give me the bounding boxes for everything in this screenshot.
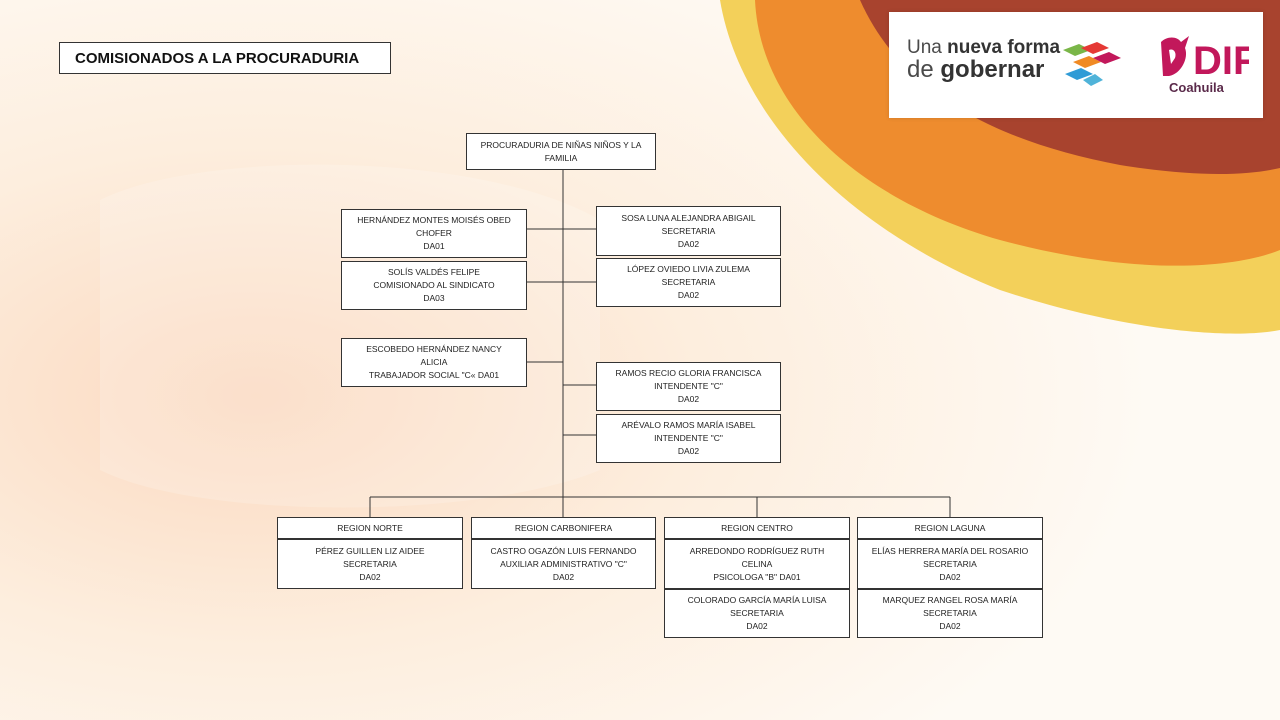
staff-node-right: SOSA LUNA ALEJANDRA ABIGAIL SECRETARIA D… <box>596 206 781 256</box>
region-staff-node: ARREDONDO RODRÍGUEZ RUTH CELINA PSICOLOG… <box>664 539 850 589</box>
node-line: ELÍAS HERRERA MARÍA DEL ROSARIO <box>871 545 1029 556</box>
dif-logo-icon: DIF <box>1161 36 1249 78</box>
government-slogan: Una nueva forma de gobernar <box>907 38 1060 82</box>
region-header-carbonifera: REGION CARBONIFERA <box>471 517 656 539</box>
staff-node-right: RAMOS RECIO GLORIA FRANCISCA INTENDENTE … <box>596 362 781 411</box>
node-line: TRABAJADOR SOCIAL "C« DA01 <box>368 370 500 380</box>
staff-node-right: ARÉVALO RAMOS MARÍA ISABEL INTENDENTE "C… <box>596 414 781 463</box>
slogan-part: nueva forma <box>947 37 1061 58</box>
slogan-part: de <box>907 56 941 83</box>
node-line: ARREDONDO RODRÍGUEZ RUTH <box>689 545 825 556</box>
node-line: DA02 <box>359 571 381 582</box>
node-line: DA03 <box>423 293 445 303</box>
node-line: DA02 <box>677 238 700 249</box>
node-line: PÉREZ GUILLEN LIZ AIDEE <box>315 545 425 556</box>
node-line: DA02 <box>677 394 700 404</box>
node-line: CASTRO OGAZÓN LUIS FERNANDO <box>490 545 637 556</box>
node-line: DA02 <box>746 621 768 631</box>
dif-state-label: Coahuila <box>1169 80 1224 95</box>
node-line: PSICOLOGA "B" DA01 <box>713 571 801 582</box>
region-staff-node: PÉREZ GUILLEN LIZ AIDEE SECRETARIA DA02 <box>277 539 463 589</box>
region-header-norte: REGION NORTE <box>277 517 463 539</box>
slide-title: COMISIONADOS A LA PROCURADURIA <box>59 42 391 74</box>
slogan-part: Una <box>907 37 948 58</box>
node-line: ESCOBEDO HERNÁNDEZ NANCY <box>366 344 502 354</box>
staff-node-left: HERNÁNDEZ MONTES MOISÉS OBED CHOFER DA01 <box>341 209 527 258</box>
region-staff-node: ELÍAS HERRERA MARÍA DEL ROSARIO SECRETAR… <box>857 539 1043 589</box>
node-line: COLORADO GARCÍA MARÍA LUISA <box>687 595 827 605</box>
node-line: DA02 <box>939 621 961 631</box>
node-line: MARQUEZ RANGEL ROSA MARÍA <box>882 595 1018 605</box>
node-line: SECRETARIA <box>661 277 716 287</box>
node-line: ARÉVALO RAMOS MARÍA ISABEL <box>621 420 756 430</box>
node-line: INTENDENTE "C" <box>654 433 723 443</box>
region-header-centro: REGION CENTRO <box>664 517 850 539</box>
node-line: CHOFER <box>416 228 452 238</box>
staff-node-right: LÓPEZ OVIEDO LIVIA ZULEMA SECRETARIA DA0… <box>596 258 781 307</box>
node-line: COMISIONADO AL SINDICATO <box>373 280 495 290</box>
node-line: FAMILIA <box>544 152 578 163</box>
node-line: AUXILIAR ADMINISTRATIVO "C" <box>500 558 627 569</box>
node-line: SECRETARIA <box>923 558 977 569</box>
node-line: SOSA LUNA ALEJANDRA ABIGAIL <box>621 212 756 223</box>
node-line: SECRETARIA <box>730 608 784 618</box>
coahuila-logo-icon <box>1063 42 1121 86</box>
region-header-laguna: REGION LAGUNA <box>857 517 1043 539</box>
node-line: SECRETARIA <box>923 608 977 618</box>
node-line: DA02 <box>939 571 961 582</box>
region-staff-node: COLORADO GARCÍA MARÍA LUISA SECRETARIA D… <box>664 589 850 638</box>
staff-node-left: ESCOBEDO HERNÁNDEZ NANCY ALICIA TRABAJAD… <box>341 338 527 387</box>
node-line: SOLÍS VALDÉS FELIPE <box>388 267 480 277</box>
node-line: RAMOS RECIO GLORIA FRANCISCA <box>615 368 762 378</box>
node-line: DA01 <box>423 241 445 251</box>
node-line: DA02 <box>677 290 700 300</box>
node-line: SECRETARIA <box>661 225 716 236</box>
logo-panel: Una nueva forma de gobernar DIF Coahuila <box>889 12 1263 118</box>
node-line: DA02 <box>677 446 700 456</box>
dif-wordmark: DIF <box>1193 39 1249 78</box>
node-line: DA02 <box>552 571 575 582</box>
region-staff-node: MARQUEZ RANGEL ROSA MARÍA SECRETARIA DA0… <box>857 589 1043 638</box>
node-line: SECRETARIA <box>343 558 397 569</box>
node-line: ALICIA <box>420 357 448 367</box>
slogan-part: gobernar <box>940 56 1045 83</box>
org-root-node: PROCURADURIA DE NIÑAS NIÑOS Y LA FAMILIA <box>466 133 656 170</box>
node-line: CELINA <box>741 558 773 569</box>
node-line: LÓPEZ OVIEDO LIVIA ZULEMA <box>627 264 750 274</box>
region-staff-node: CASTRO OGAZÓN LUIS FERNANDO AUXILIAR ADM… <box>471 539 656 589</box>
node-line: INTENDENTE "C" <box>654 381 723 391</box>
node-line: HERNÁNDEZ MONTES MOISÉS OBED <box>357 215 511 225</box>
staff-node-left: SOLÍS VALDÉS FELIPE COMISIONADO AL SINDI… <box>341 261 527 310</box>
node-line: PROCURADURIA DE NIÑAS NIÑOS Y LA <box>480 139 642 150</box>
